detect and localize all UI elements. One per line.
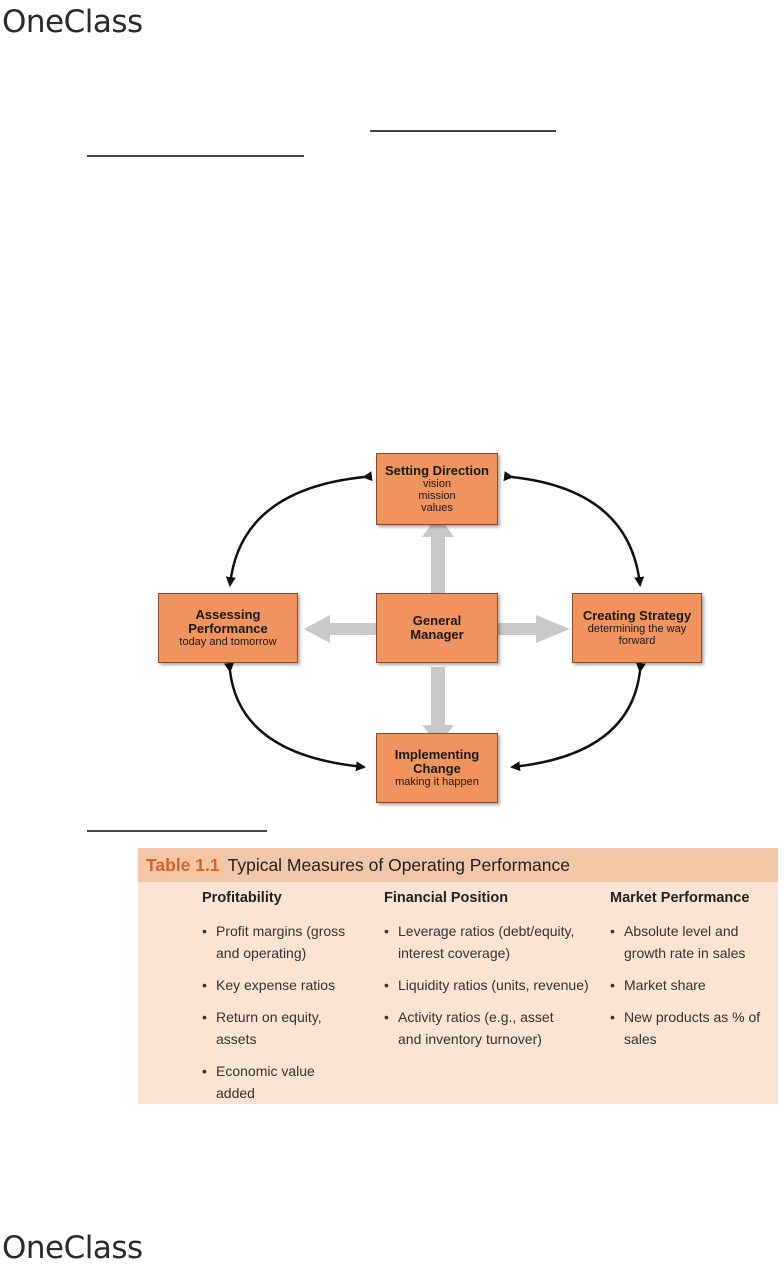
box-subtitle: today and tomorrow [179,636,277,649]
column-header: Financial Position [384,890,509,906]
box-title: Creating Strategy [582,607,692,623]
arrow-up-head [422,515,454,537]
box-general-manager: General Manager [376,593,498,663]
arrow-right-shaft [498,623,538,635]
operating-performance-table: Table 1.1 Typical Measures of Operating … [138,848,778,1104]
list-item: Profit margins (gross and operating) [202,920,366,964]
column-market-performance: Market Performance Absolute level and gr… [610,890,775,1060]
box-title: General Manager [410,612,464,642]
curve-top-left [225,471,373,587]
box-title: Assessing Performance [188,606,268,636]
column-profitability: Profitability Profit margins (gross and … [202,890,372,1114]
list-item: Key expense ratios [202,974,372,996]
arrow-up-shaft [431,535,445,595]
list-item: Economic value added [202,1060,336,1104]
list-item: Liquidity ratios (units, revenue) [384,974,604,996]
box-title: Setting Direction [384,462,489,478]
oneclass-logo: OneClass [2,4,143,40]
list-item: Market share [610,974,775,996]
box-implementing-change: Implementing Change making it happen [376,733,498,803]
redacted-line [370,130,556,132]
redacted-line [87,155,304,157]
curve-bottom-left [224,662,366,772]
list-item: New products as % of sales [610,1006,774,1050]
column-financial-position: Financial Position Leverage ratios (debt… [384,890,604,1060]
column-header: Profitability [202,890,282,906]
logo-text: OneClass [2,1230,143,1266]
arrow-left-shaft [330,623,378,635]
arrow-down-shaft [431,667,445,729]
box-subtitle: making it happen [395,776,479,789]
table-number: Table 1.1 [146,854,220,875]
arrow-right-head [536,615,570,643]
box-assessing-performance: Assessing Performance today and tomorrow [158,593,298,663]
column-header: Market Performance [610,890,750,906]
box-setting-direction: Setting Direction vision mission values [376,453,498,525]
box-line: vision [422,478,452,490]
general-manager-diagram: Setting Direction vision mission values … [150,445,710,810]
redacted-line [87,830,267,832]
curve-top-right [503,471,645,587]
list-item: Activity ratios (e.g., asset and invento… [384,1006,578,1050]
list-item: Return on equity, assets [202,1006,346,1050]
table-header: Table 1.1 Typical Measures of Operating … [138,848,778,882]
table-title: Typical Measures of Operating Performanc… [227,854,570,875]
box-line: values [421,502,453,515]
logo-text: OneClass [2,4,143,40]
list-item: Leverage ratios (debt/equity, interest c… [384,920,603,964]
arrow-left-head [304,615,330,643]
box-line: mission [418,490,456,503]
curve-bottom-right [510,662,646,772]
box-title: Implementing Change [394,746,480,776]
box-subtitle: determining the way forward [587,623,687,648]
oneclass-logo-footer: OneClass [2,1230,143,1266]
list-item: Absolute level and growth rate in sales [610,920,774,964]
box-creating-strategy: Creating Strategy determining the way fo… [572,593,702,663]
